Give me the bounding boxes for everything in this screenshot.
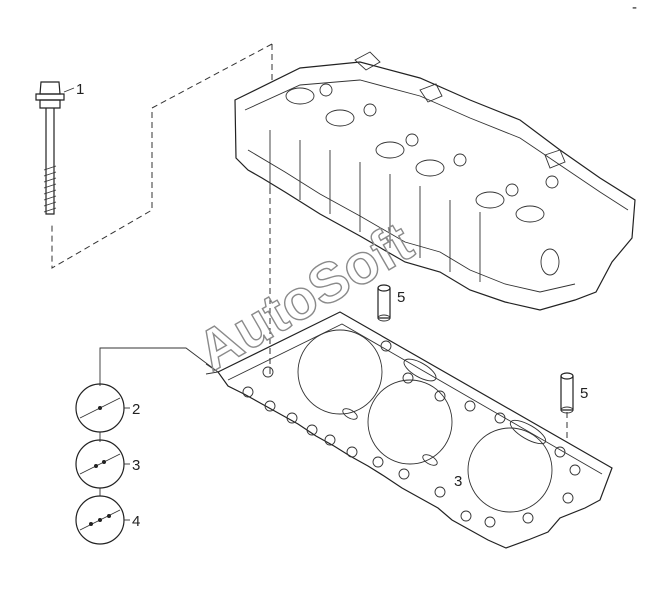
callout-5-lower: 5	[580, 385, 588, 402]
head-gasket	[217, 311, 613, 549]
cylinder-number-label: 3	[454, 473, 462, 490]
cylinder-head	[234, 51, 636, 311]
callout-1: 1	[76, 81, 84, 98]
callout-4: 4	[132, 513, 140, 530]
variant-3-two-notches	[75, 439, 125, 489]
watermark: AutoSoft	[187, 210, 423, 383]
callout-3: 3	[132, 457, 140, 474]
head-bolt	[35, 81, 65, 215]
callout-5-upper: 5	[397, 289, 405, 306]
bolt-leader-dashed	[51, 43, 273, 269]
callout-2: 2	[132, 401, 140, 418]
variant-leader-line	[99, 347, 220, 380]
callout-1-leader	[63, 87, 75, 93]
dowel-pin-lower	[560, 372, 574, 414]
dowel-pin-upper	[377, 284, 391, 322]
corner-mark: -	[632, 0, 637, 16]
variant-4-three-notches	[75, 495, 125, 545]
variant-2-one-notch	[75, 383, 125, 433]
